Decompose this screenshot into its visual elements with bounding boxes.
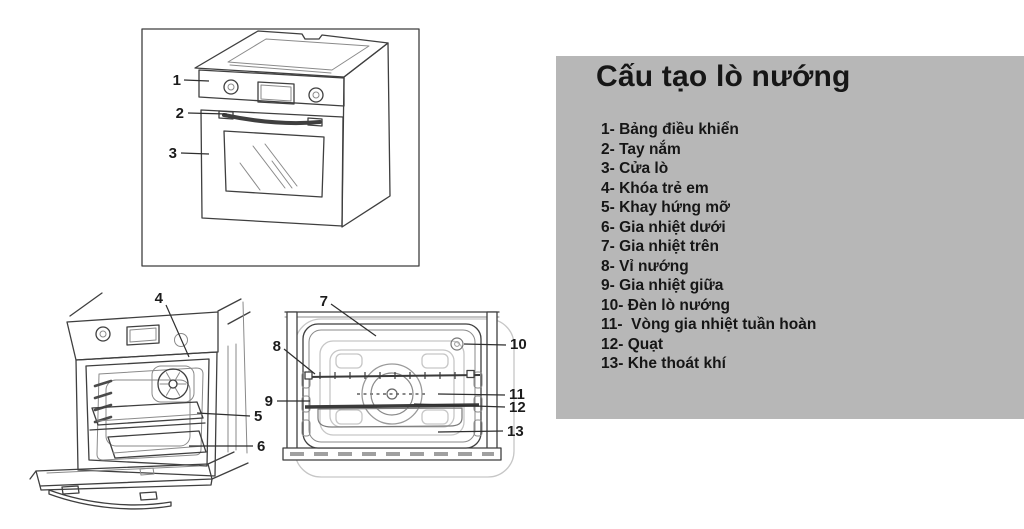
- callout-7: 7: [320, 293, 377, 337]
- part-item-8: 8- Vỉ nướng: [601, 257, 689, 275]
- callout-4: 4: [155, 290, 190, 358]
- oven-body-3d: [194, 30, 391, 228]
- callout-12: 12: [413, 399, 526, 416]
- callout-6-number: 6: [257, 438, 265, 455]
- oven-cavity-open: [75, 351, 218, 477]
- open-oven-diagram: 4 5 6: [29, 290, 265, 510]
- callout-13-number: 13: [507, 423, 524, 440]
- cavity-opening: [302, 323, 482, 449]
- frame-left-post: [286, 311, 298, 454]
- grill-rack: [304, 369, 481, 380]
- callout-13: 13: [437, 423, 524, 440]
- cavity-back-wall: [319, 340, 465, 436]
- callout-3-number: 3: [169, 145, 177, 162]
- cabinet-cut-lines: [69, 292, 251, 325]
- knob-left: [223, 79, 239, 95]
- circulation-fan: [357, 363, 427, 425]
- knob-faint: [174, 333, 188, 347]
- open-door: [29, 463, 213, 510]
- control-panel-open: [66, 311, 219, 361]
- diagram-border-box: [141, 28, 420, 267]
- control-panel: [198, 69, 345, 107]
- callout-10: 10: [463, 336, 527, 353]
- body-front: [75, 351, 218, 477]
- part-item-3: 3- Cửa lò: [601, 160, 669, 177]
- back-wall: [105, 379, 191, 447]
- parts-list: 1- Bảng điều khiển 2- Tay nắm 3- Cửa lò …: [601, 120, 1024, 374]
- handle-mounts: [61, 485, 158, 501]
- display: [126, 324, 160, 346]
- glass-reflections: [239, 143, 298, 191]
- callout-10-number: 10: [510, 336, 527, 353]
- callout-4-number: 4: [155, 290, 164, 307]
- callout-8-number: 8: [273, 338, 281, 355]
- callout-2: 2: [176, 105, 228, 122]
- part-item-1: 1- Bảng điều khiển: [601, 121, 739, 138]
- fan-housing: [151, 365, 195, 403]
- interior-tray: [317, 407, 463, 428]
- callout-3: 3: [169, 145, 210, 162]
- knob: [95, 326, 111, 342]
- frame-right-post: [486, 311, 498, 454]
- grease-tray: [91, 401, 204, 426]
- panel-title: Cấu tạo lò nướng: [596, 60, 851, 93]
- callout-8: 8: [273, 338, 316, 375]
- part-item-9: 9- Gia nhiệt giữa: [601, 277, 724, 294]
- part-item-7: 7- Gia nhiệt trên: [601, 238, 719, 255]
- part-item-11: 11- Vòng gia nhiệt tuần hoàn: [601, 316, 817, 333]
- knob-right: [308, 87, 324, 103]
- fan: [157, 368, 189, 400]
- oven-interior-diagram: 7 8 9 10 11 12: [265, 293, 527, 478]
- door-handle: [222, 113, 322, 126]
- callout-11-number: 11: [509, 386, 525, 403]
- handle-bracket-left: [218, 110, 234, 120]
- oven-light: [450, 337, 464, 351]
- door-handle-open: [48, 489, 172, 510]
- callout-5: 5: [196, 408, 262, 425]
- side-rack-rails: [93, 379, 113, 424]
- callout-1-number: 1: [173, 72, 181, 89]
- callout-2-number: 2: [176, 105, 184, 122]
- callout-9-number: 9: [265, 393, 273, 410]
- callout-9: 9: [265, 393, 310, 410]
- callout-6: 6: [189, 438, 265, 455]
- closed-oven-diagram: 1 2 3: [141, 28, 420, 267]
- part-item-2: 2- Tay nắm: [601, 140, 681, 158]
- door-latch: [139, 467, 155, 476]
- part-item-10: 10- Đèn lò nướng: [601, 296, 731, 314]
- part-item-6: 6- Gia nhiệt dưới: [601, 218, 726, 236]
- oven-door: [200, 109, 344, 227]
- part-item-12: 12- Quạt: [601, 335, 664, 353]
- side-rail-tabs: [301, 371, 483, 437]
- cooktop-inset: [227, 38, 370, 71]
- callout-12-number: 12: [509, 399, 526, 416]
- callout-1: 1: [173, 72, 210, 89]
- oven-side-face: [341, 42, 391, 228]
- part-item-13: 13- Khe thoát khí: [601, 355, 726, 372]
- bottom-tray: [107, 430, 207, 459]
- door-glass: [223, 130, 325, 198]
- callout-5-number: 5: [254, 408, 262, 425]
- part-item-4: 4- Khóa trẻ em: [601, 179, 709, 197]
- callout-7-number: 7: [320, 293, 328, 310]
- oven-right-side: [207, 301, 249, 480]
- info-panel: Cấu tạo lò nướng 1- Bảng điều khiển 2- T…: [556, 56, 1024, 419]
- shelf-rail: [89, 422, 206, 431]
- part-item-5: 5- Khay hứng mỡ: [601, 199, 731, 216]
- callout-11: 11: [437, 386, 525, 403]
- cavity-frame: [85, 358, 210, 467]
- display: [257, 81, 295, 105]
